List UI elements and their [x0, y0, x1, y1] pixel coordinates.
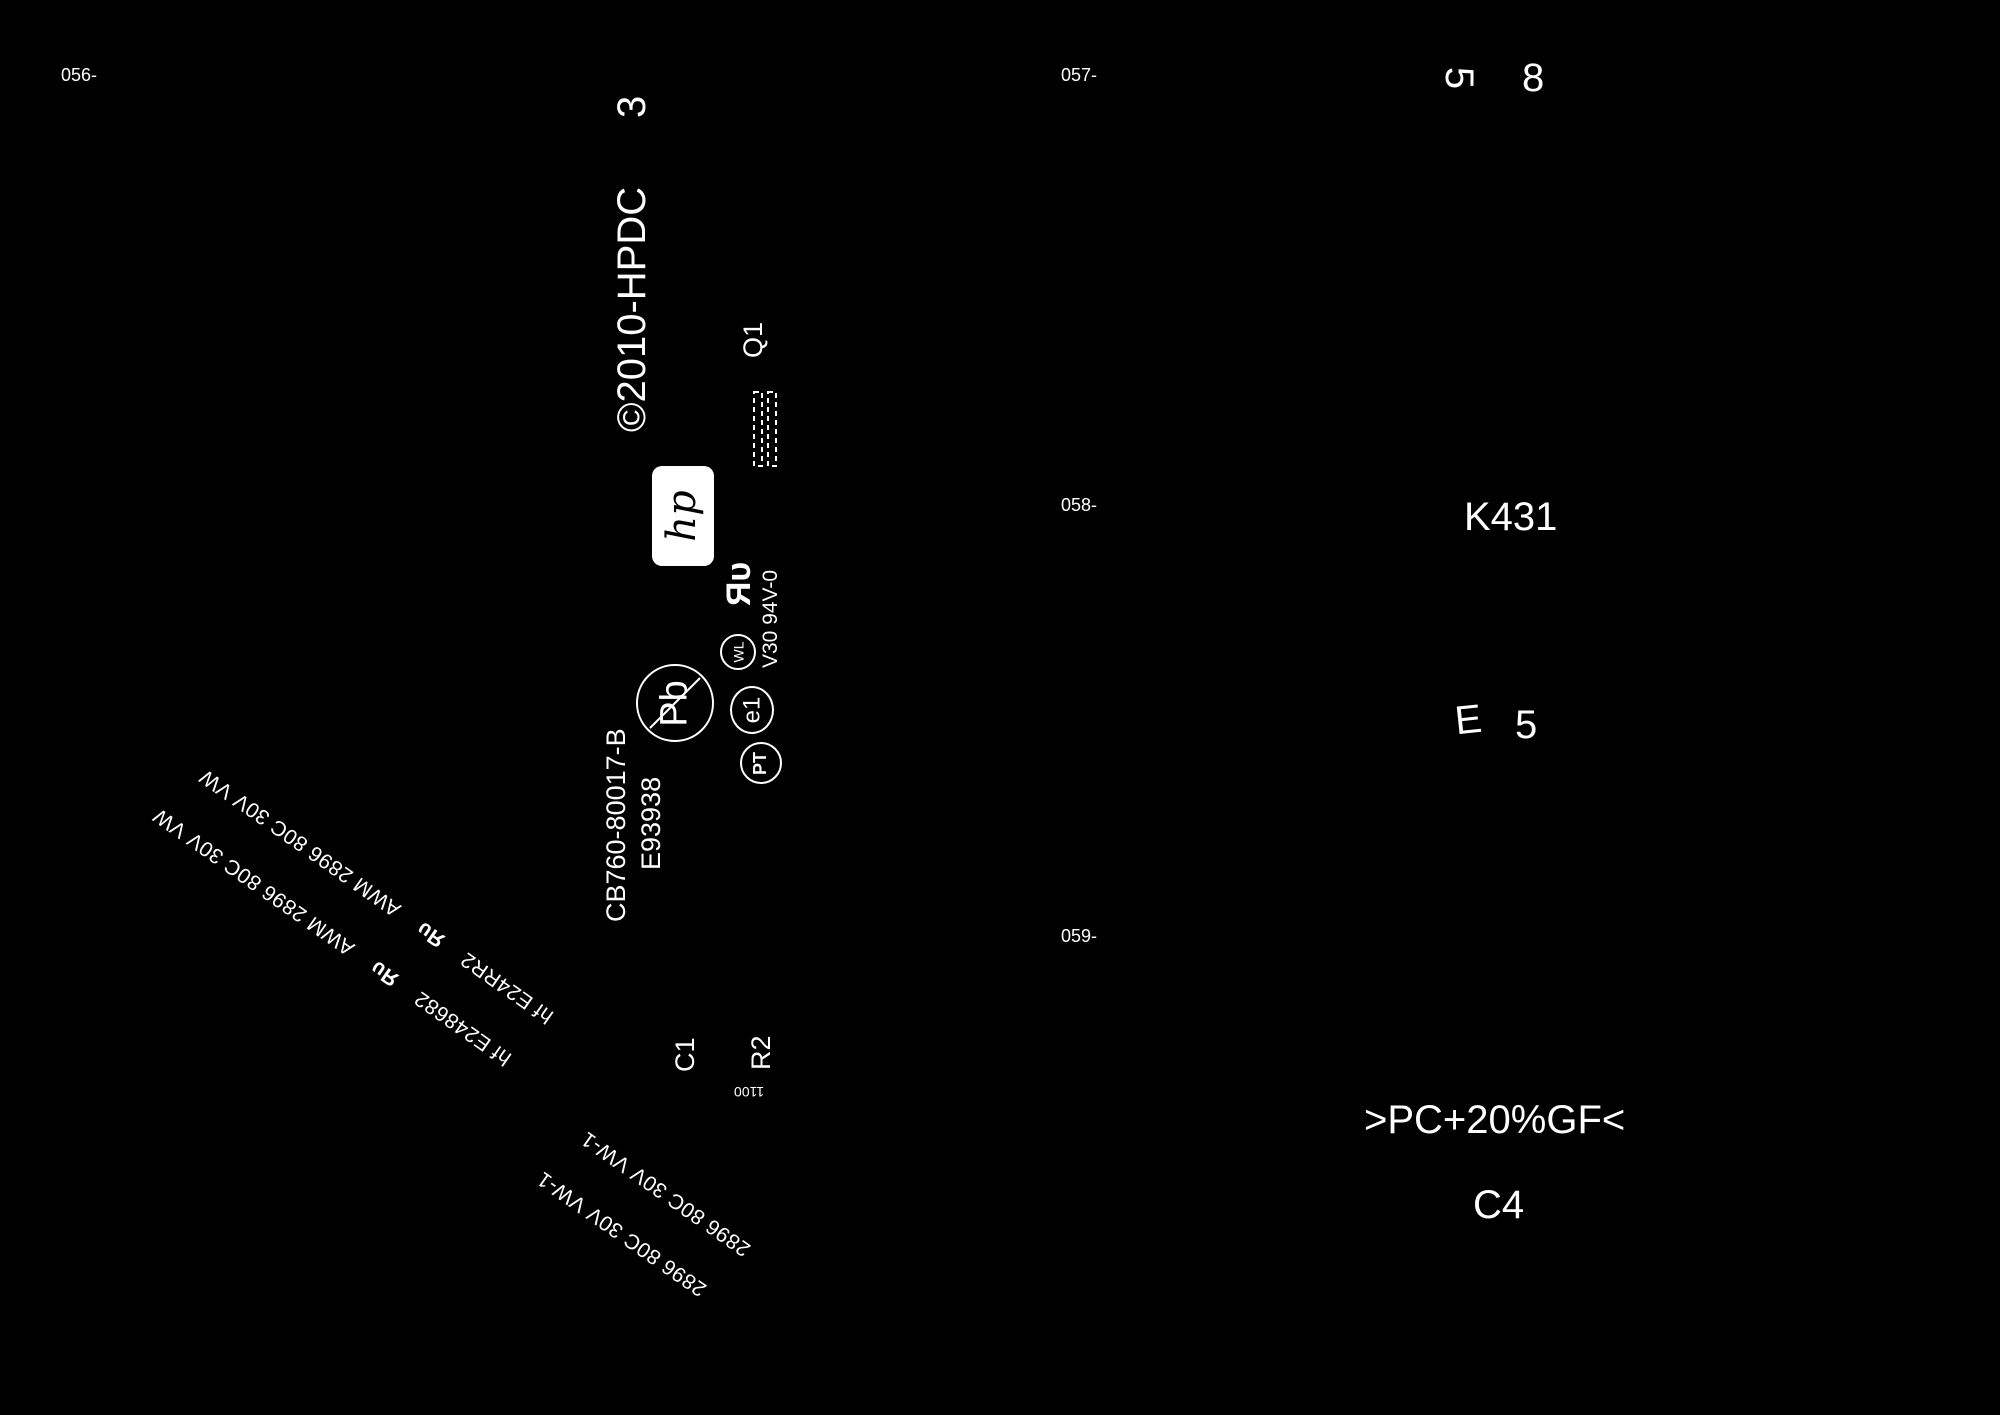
cable-marking-3: 2896 80C 30V VW-1: [576, 1126, 755, 1261]
cable-marking-4: 2896 80C 30V VW-1: [532, 1166, 711, 1301]
panel-057-left: 5: [1437, 66, 1482, 90]
section-label-058: 058-: [1061, 495, 1098, 515]
pt-mark-icon: PT: [740, 742, 782, 784]
ul-file-number: E93938: [636, 776, 666, 870]
c1-label: C1: [670, 1037, 700, 1072]
section-label-056: 056-: [61, 65, 98, 85]
r2-value: 1100: [734, 1084, 765, 1100]
e1-mark-icon: e1: [730, 686, 774, 734]
ul-recognized-icon: Яυ: [720, 561, 758, 606]
number-3: 3: [610, 95, 654, 118]
copyright-mark: ©2010-HPDC: [610, 186, 654, 432]
panel-058-num: 5: [1515, 703, 1538, 747]
panel-059-code: C4: [1473, 1183, 1525, 1227]
q1-label: Q1: [738, 321, 768, 358]
hp-logo-icon: hp: [652, 466, 714, 566]
section-label-059: 059-: [1061, 926, 1098, 946]
ul-rating: V30 94V-0: [759, 569, 782, 668]
pb-free-icon: Pb: [636, 664, 714, 742]
panel-058-e: E: [1452, 696, 1484, 744]
wl-mark-icon: WL: [720, 634, 756, 670]
svg-text:hp: hp: [659, 490, 705, 541]
r2-label: R2: [746, 1035, 776, 1070]
panel-058-code: K431: [1464, 495, 1558, 539]
material-marking: >PC+20%GF<: [1364, 1098, 1626, 1142]
panel-057-right: 8: [1522, 56, 1545, 100]
part-number: CB760-80017-B: [601, 728, 631, 922]
component-outline-icon: [753, 391, 777, 467]
cable-marking-1: hf E24RR2 Яυ AWM 2896 80C 30V VW: [195, 764, 558, 1028]
section-label-057: 057-: [1061, 65, 1098, 85]
cable-marking-2: hf E248682 Яυ AWM 2896 80C 30V VW: [149, 803, 516, 1070]
